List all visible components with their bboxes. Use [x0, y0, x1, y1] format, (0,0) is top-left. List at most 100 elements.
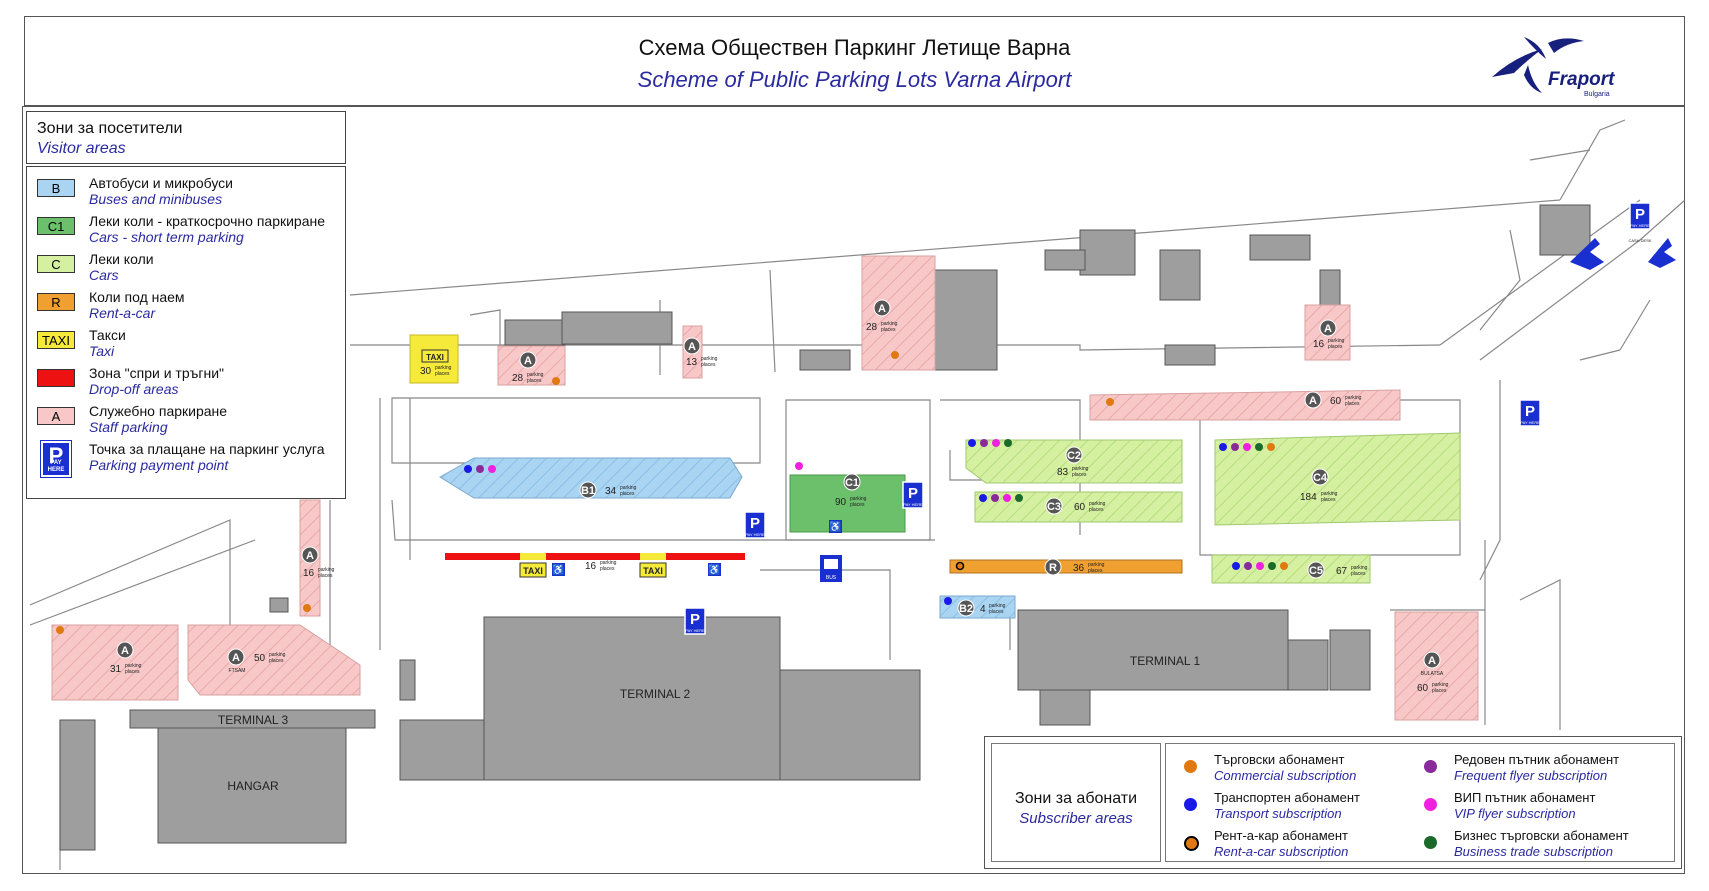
lot-a2-code: A	[688, 341, 696, 353]
lot-c2-code: C2	[1067, 450, 1081, 462]
lot-c4-places-word2: places	[1321, 497, 1336, 503]
cash-desk-label: CASH DESK	[1628, 238, 1651, 243]
direction-arrow-1-icon	[1570, 238, 1604, 270]
terminal-1-label: TERMINAL 1	[1130, 654, 1201, 668]
c4-sub-dot-4	[1267, 443, 1275, 451]
legend-label-en: Staff parking	[89, 419, 168, 435]
terminal-3-label: TERMINAL 3	[218, 713, 289, 727]
lot-r-places-word2: places	[1088, 568, 1103, 574]
legend-label-en: Drop-off areas	[89, 381, 179, 397]
legend-swatch: R	[37, 293, 75, 311]
subscription-dot-icon	[1184, 836, 1199, 851]
lot-a7-badge	[116, 641, 134, 659]
lot-c1-badge	[843, 473, 861, 491]
legend-label-bg: Зона "спри и тръгни"	[89, 365, 224, 381]
c3-sub-dot-2	[1003, 494, 1011, 502]
legend-swatch: A	[37, 407, 75, 425]
subscription-label-en: Rent-a-car subscription	[1214, 844, 1349, 859]
lot-taxi-places-word: parking	[435, 365, 452, 371]
legend-label-en: Cars - short term parking	[89, 229, 244, 245]
pay-here-c4-p: P	[1525, 403, 1535, 420]
lot-c5-places-word2: places	[1351, 571, 1366, 577]
lot-c1-code: C1	[845, 477, 859, 489]
service-building-6	[1044, 249, 1086, 271]
drop-off-count: 16	[585, 561, 597, 572]
lot-b1-badge	[579, 481, 597, 499]
lot-a3-count: 28	[866, 322, 878, 333]
c2-sub-dot-1	[980, 439, 988, 447]
pay-here-cash-desk-label: PAY HERE	[1630, 223, 1650, 228]
b2-sub-dot	[944, 597, 952, 605]
taxi-sign-label-0: TAXI	[523, 566, 543, 576]
subscription-label-en: Commercial subscription	[1214, 768, 1357, 783]
taxi-sign-0	[519, 562, 547, 578]
lot-a5-code: A	[1309, 395, 1317, 407]
ftsam-label: FTSAM	[229, 668, 246, 674]
lot-a7-places-word: parking	[125, 663, 142, 669]
lot-a8	[187, 624, 361, 696]
c3-sub-dot-1	[991, 494, 999, 502]
lot-b1	[439, 457, 743, 499]
legend-label-bg: Леки коли - краткосрочно паркиране	[89, 213, 326, 229]
subscription-label-en: Frequent flyer subscription	[1454, 768, 1608, 783]
drop-off-taxi-2	[640, 553, 666, 560]
direction-arrow-2-icon	[1648, 238, 1676, 268]
kiosk-building	[399, 659, 416, 701]
subscription-label-bg: Транспортен абонамент	[1214, 790, 1361, 805]
lot-c3-code: C3	[1047, 501, 1061, 513]
lot-c2-places-word2: places	[1072, 472, 1087, 478]
service-building-4	[1319, 269, 1341, 311]
pay-here-terminal-2-p: P	[690, 611, 700, 628]
subscription-label-en: Transport subscription	[1214, 806, 1342, 821]
accessible-icon-1	[708, 563, 721, 576]
terminal-1-building	[1017, 609, 1289, 691]
lot-c2-count: 83	[1057, 467, 1069, 478]
c5-sub-dot-2	[1256, 562, 1264, 570]
lot-r-count: 36	[1073, 563, 1085, 574]
legend-swatch: C	[37, 255, 75, 273]
b1-sub-dot-0	[464, 465, 472, 473]
c5-sub-dot-3	[1268, 562, 1276, 570]
subscription-dot-icon	[1184, 798, 1197, 811]
bus-icon-window	[824, 559, 838, 569]
drop-off-places-word2: places	[600, 566, 615, 572]
terminal-2-annex	[779, 669, 921, 781]
lot-c4	[1214, 432, 1461, 526]
bus-label: BUS	[826, 575, 837, 581]
service-building-5	[799, 349, 851, 371]
accessible-glyph-2: ♿	[829, 520, 841, 533]
lot-a1-badge	[519, 351, 537, 369]
taxi-sign-1	[639, 562, 667, 578]
subscriber-title-bg: Зони за абонати	[1014, 790, 1138, 807]
lot-r-code: R	[1049, 562, 1057, 574]
title-english: Scheme of Public Parking Lots Varna Airp…	[637, 67, 1072, 92]
pay-here-terminal-2-label: PAY HERE	[685, 628, 705, 633]
lot-a3-places-word2: places	[881, 327, 896, 333]
lot-c1-count: 90	[835, 497, 847, 508]
service-building-3	[1249, 234, 1311, 261]
legend-label-bg: Такси	[89, 327, 126, 343]
lot-c1-places-word2: places	[850, 502, 865, 508]
subscription-dot-icon	[1424, 798, 1437, 811]
lot-a5-count: 60	[1330, 396, 1342, 407]
lot-a6-places-word: parking	[1328, 338, 1345, 344]
pay-here-terminal-2-sign	[684, 607, 706, 635]
service-building-7	[1164, 344, 1216, 366]
lot-a1-places-word: parking	[527, 372, 544, 378]
lot-a2-places-word2: places	[701, 362, 716, 368]
lot-a4-badge	[301, 546, 319, 564]
lot-a2-count: 13	[686, 357, 698, 368]
pay-here-b1-p: P	[750, 515, 760, 532]
hangar-label: HANGAR	[227, 779, 279, 793]
